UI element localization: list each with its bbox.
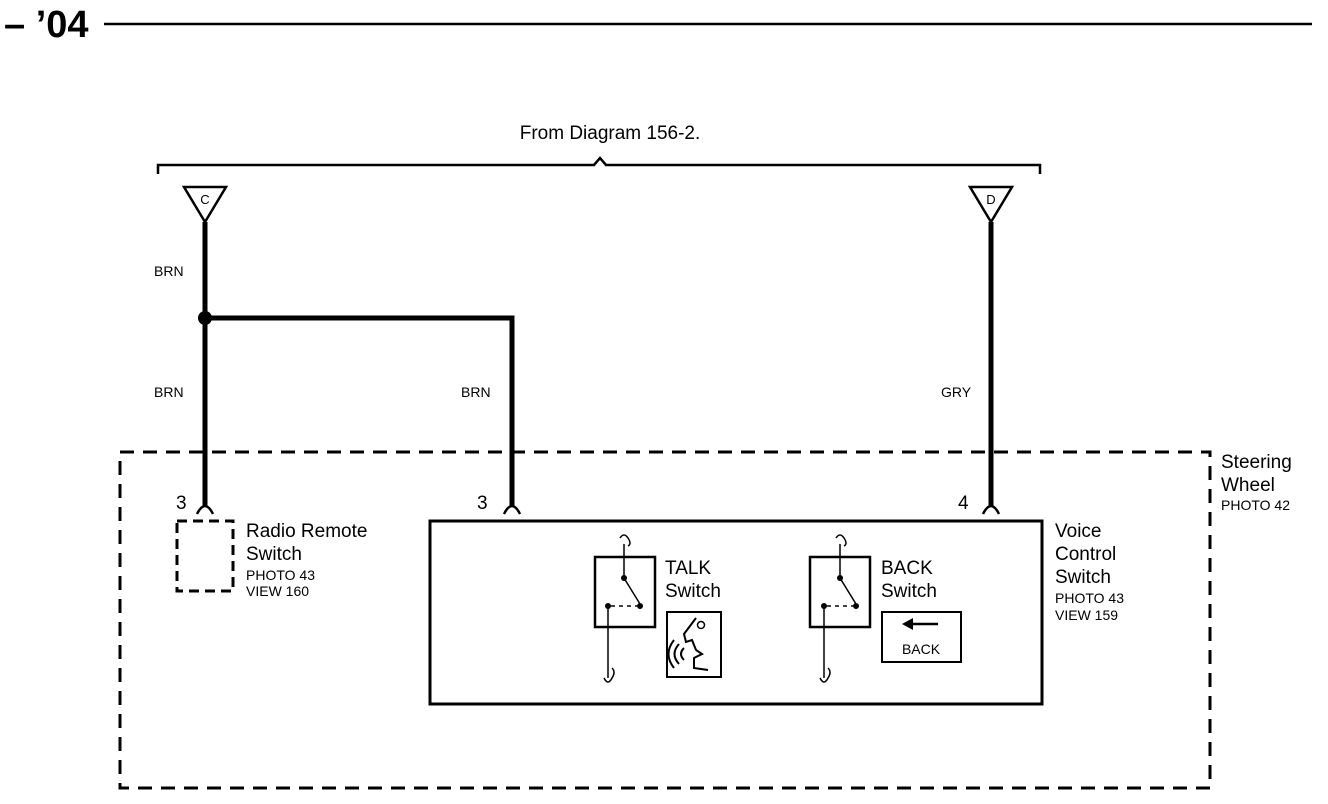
terminal-radio-pin [195, 504, 215, 515]
source-brace [156, 156, 1042, 174]
radio-remote-switch-photo-ref: PHOTO 43 [246, 567, 315, 583]
talk-switch-top-lead [619, 534, 631, 547]
talk-switch: TALK Switch [593, 534, 722, 683]
connector-c-label: C [200, 192, 209, 207]
back-switch-body [808, 555, 872, 629]
wire-label-brn-left: BRN [154, 384, 184, 400]
back-icon-label: BACK [902, 641, 941, 657]
radio-remote-switch-label-line2: Switch [246, 544, 302, 565]
connector-d-label: D [986, 192, 995, 207]
source-note: From Diagram 156-2. [520, 123, 701, 144]
back-switch-top-lead [835, 534, 847, 547]
talk-switch-bottom-lead [603, 667, 615, 683]
voice-control-switch-box [428, 519, 1044, 706]
talk-switch-label-line1: TALK [665, 558, 711, 579]
radio-remote-switch-box [175, 519, 235, 593]
wire-label-gry: GRY [941, 384, 972, 400]
steering-wheel-label-line2: Wheel [1221, 475, 1275, 496]
voice-talk-icon [666, 611, 722, 678]
connector-c: C [181, 185, 229, 225]
pin-number-radio: 3 [176, 493, 187, 514]
back-switch-label-line2: Switch [881, 581, 937, 602]
terminal-voice-brn-pin [502, 504, 522, 515]
back-arrow-icon: BACK [881, 611, 962, 663]
connector-d: D [967, 185, 1015, 225]
pin-number-voice-brn: 3 [477, 493, 488, 514]
wire-label-brn-top: BRN [154, 263, 184, 279]
wire-brn-voice [205, 315, 515, 506]
talk-switch-label-line2: Switch [665, 581, 721, 602]
terminal-voice-gry-pin [981, 504, 1001, 515]
steering-wheel-photo-ref: PHOTO 42 [1221, 497, 1290, 513]
page-title: – ’04 [4, 4, 89, 46]
voice-control-switch-view-ref: VIEW 159 [1055, 607, 1118, 623]
voice-control-switch-label-line2: Control [1055, 544, 1116, 565]
wire-label-brn-right: BRN [461, 384, 491, 400]
talk-switch-body [593, 555, 657, 629]
voice-control-switch-label-line1: Voice [1055, 521, 1101, 542]
back-switch-contact-arm [839, 577, 857, 605]
talk-switch-contact-arm [623, 577, 641, 605]
voice-control-switch-photo-ref: PHOTO 43 [1055, 590, 1124, 606]
voice-control-switch-label-line3: Switch [1055, 567, 1111, 588]
steering-wheel-boundary [118, 450, 1212, 790]
back-switch-bottom-lead [819, 667, 831, 683]
radio-remote-switch-view-ref: VIEW 160 [246, 583, 309, 599]
back-switch-label-line1: BACK [881, 558, 933, 579]
pin-number-voice-gry: 4 [958, 493, 969, 514]
radio-remote-switch-label-line1: Radio Remote [246, 521, 367, 542]
steering-wheel-label-line1: Steering [1221, 452, 1292, 473]
back-switch: BACK Switch BACK [808, 534, 962, 683]
